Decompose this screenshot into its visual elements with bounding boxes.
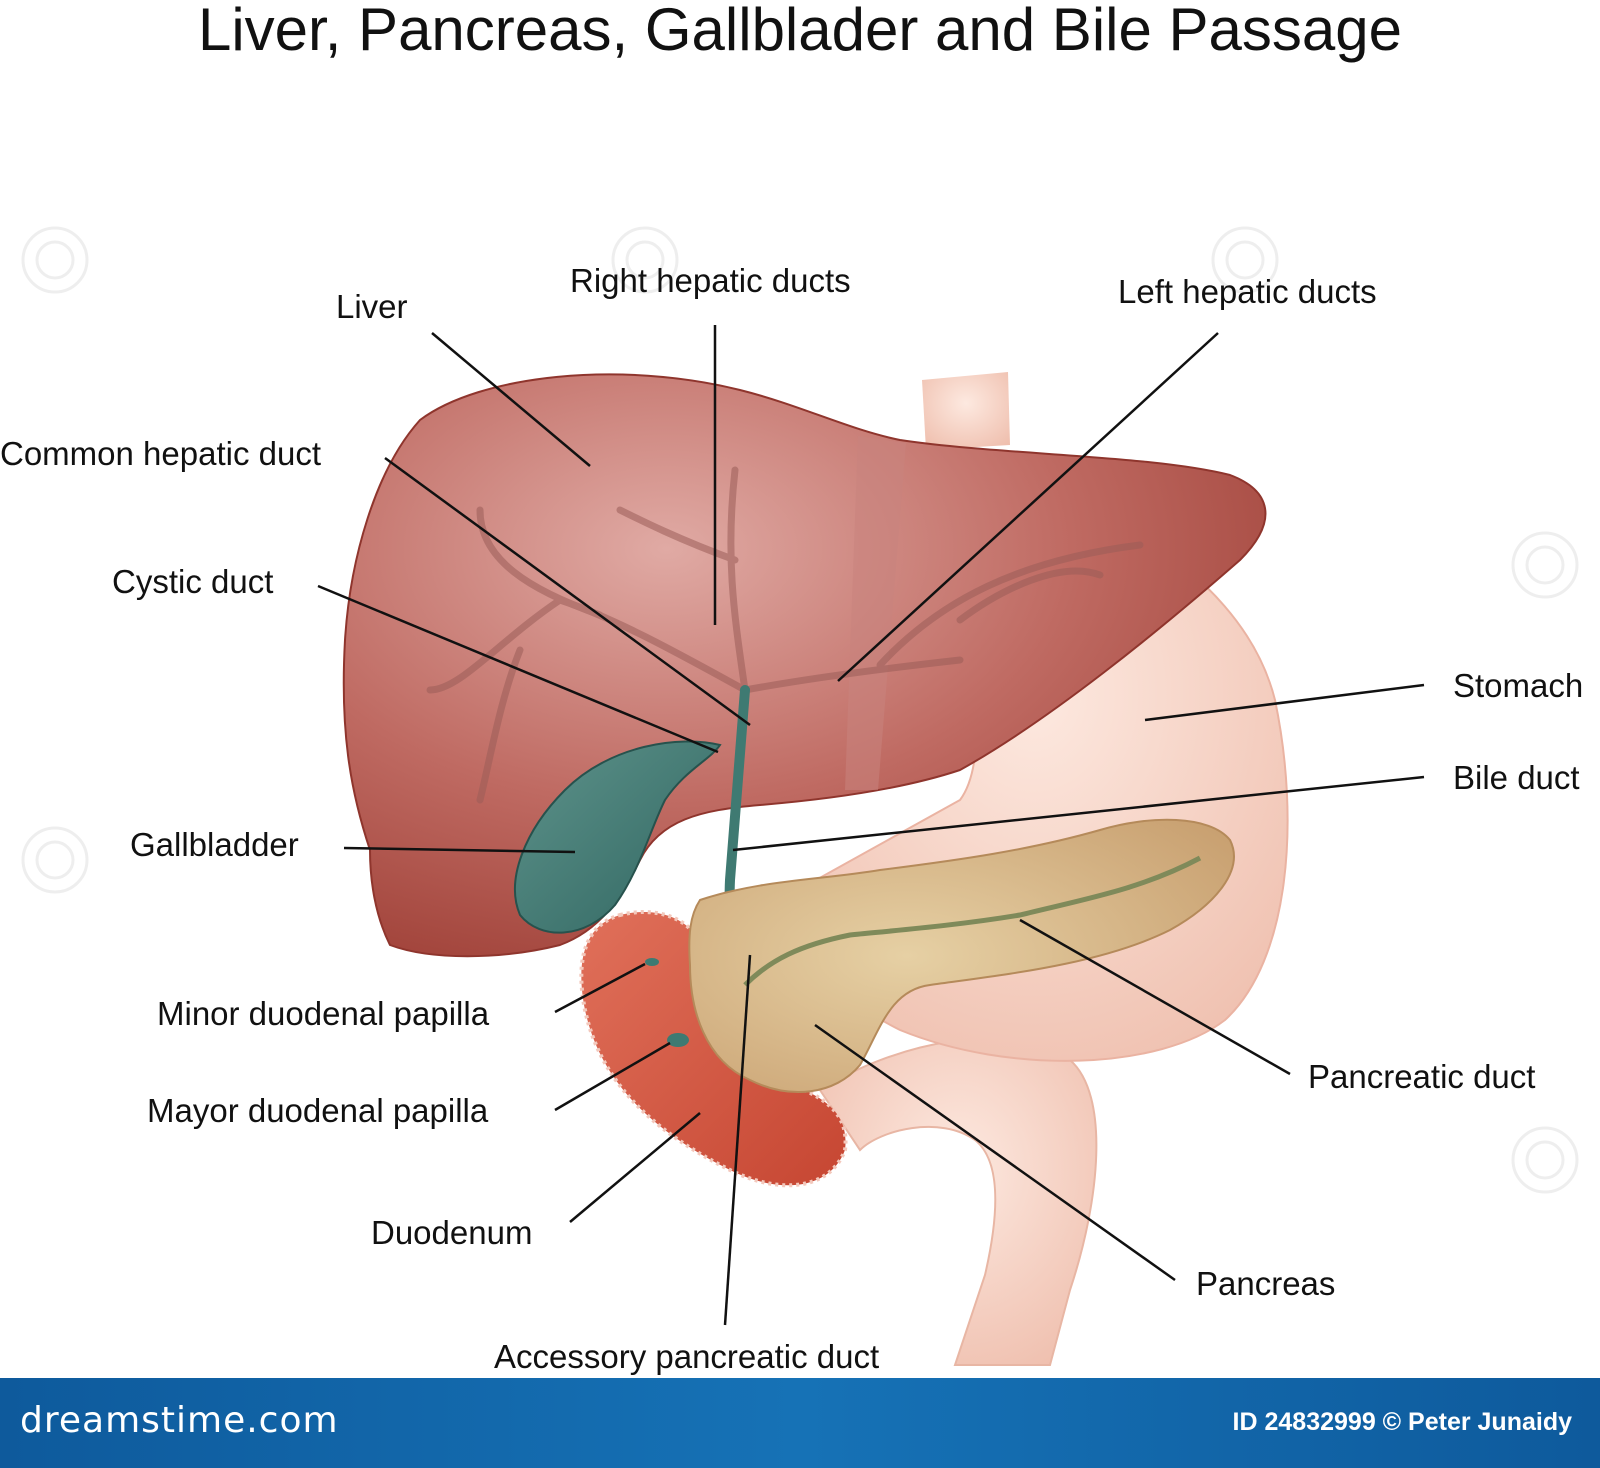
leader-pancreas [814, 1023, 1176, 1282]
leader-common-hepatic [384, 456, 751, 727]
label-cystic-duct: Cystic duct [112, 563, 274, 600]
label-bile-duct: Bile duct [1453, 759, 1580, 796]
jejunum [818, 1037, 1098, 1366]
label-left-hepatic-ducts: Left hepatic ducts [1118, 273, 1377, 310]
leader-left-hepatic [837, 332, 1219, 682]
watermark-spiral [21, 226, 89, 294]
brand-logo[interactable]: dreamstime.com [20, 1400, 339, 1441]
leader-cystic [317, 584, 719, 754]
leader-bile [732, 775, 1425, 852]
leader-lines [317, 325, 1425, 1326]
label-pancreatic-duct: Pancreatic duct [1308, 1058, 1536, 1095]
watermark-spiral [611, 226, 679, 294]
leader-mayor [554, 1041, 671, 1112]
leader-accessory [723, 954, 752, 1326]
watermark-spiral [1211, 226, 1279, 294]
watermark-spiral [1511, 1126, 1579, 1194]
falciform-ligament [845, 436, 906, 790]
label-liver: Liver [336, 288, 408, 325]
label-duodenum: Duodenum [371, 1214, 533, 1251]
label-common-hepatic-duct: Common hepatic duct [0, 435, 321, 472]
pancreatic-duct-path [743, 855, 1202, 987]
leader-gallbladder [343, 846, 576, 854]
hepatic-duct-tree [426, 466, 1144, 804]
pancreas [688, 818, 1235, 1093]
leader-minor [554, 962, 646, 1014]
esophagus [922, 372, 1010, 450]
label-right-hepatic-ducts: Right hepatic ducts [570, 262, 851, 299]
leader-duodenum [569, 1112, 701, 1223]
anatomy-illustration [317, 325, 1425, 1366]
gallbladder [514, 740, 722, 934]
watermark-spiral [21, 826, 89, 894]
leader-pancreatic [1019, 918, 1291, 1076]
label-gallbladder: Gallbladder [130, 826, 299, 863]
label-pancreas: Pancreas [1196, 1265, 1336, 1302]
label-stomach: Stomach [1453, 667, 1584, 704]
leader-liver [431, 332, 591, 467]
page-title: Liver, Pancreas, Gallblader and Bile Pas… [197, 0, 1403, 63]
label-mayor-duodenal-papilla: Mayor duodenal papilla [147, 1092, 489, 1129]
minor-papilla-mark [645, 958, 659, 966]
watermark-spiral [1511, 531, 1579, 599]
leader-stomach [1144, 683, 1425, 722]
footer-bar: dreamstime.com ID 24832999 © Peter Junai… [0, 1378, 1600, 1468]
label-accessory-pancreatic-duct: Accessory pancreatic duct [494, 1338, 880, 1375]
major-papilla-mark [667, 1033, 689, 1047]
label-minor-duodenal-papilla: Minor duodenal papilla [157, 995, 490, 1032]
image-credit: ID 24832999 © Peter Junaidy [1232, 1408, 1572, 1436]
